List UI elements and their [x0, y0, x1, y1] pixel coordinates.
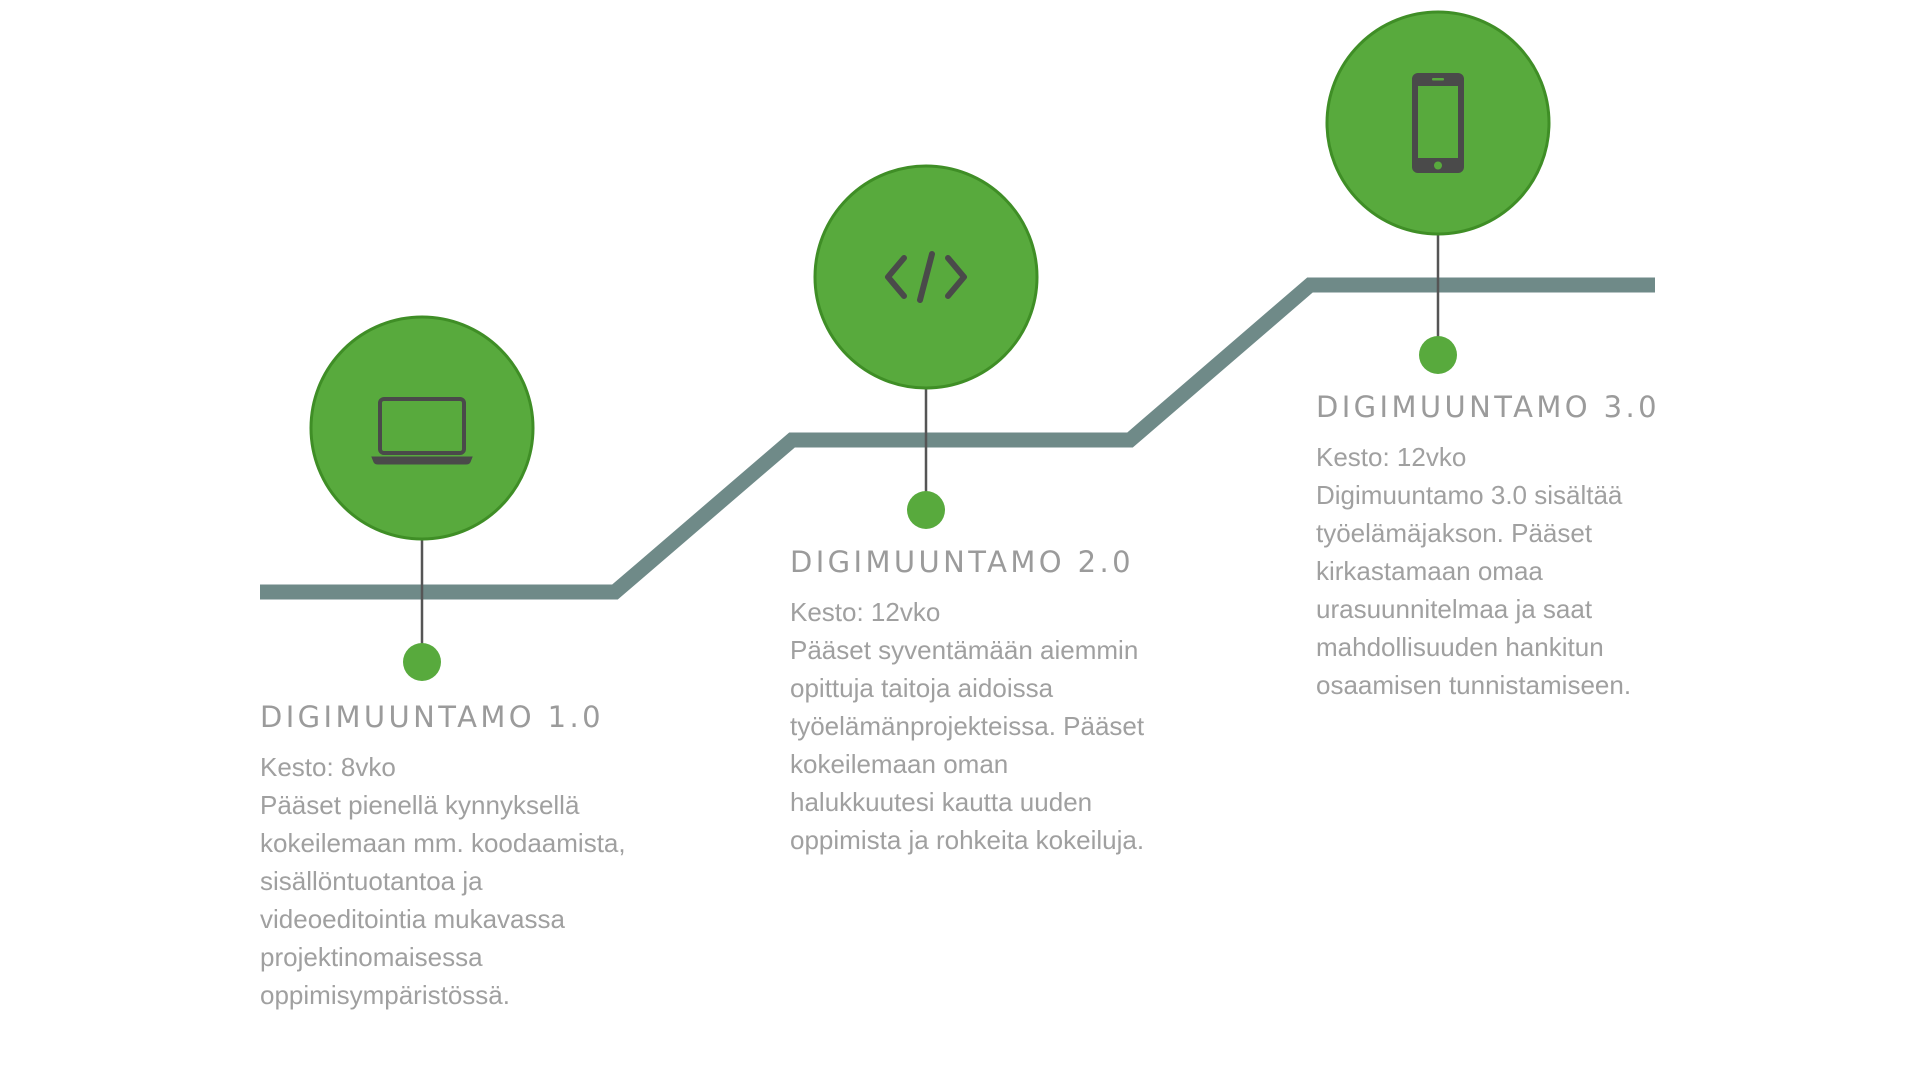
step2-text-block: DIGIMUUNTAMO 2.0 Kesto: 12vko Pääset syv… — [790, 545, 1160, 859]
step1-text-block: DIGIMUUNTAMO 1.0 Kesto: 8vko Pääset pien… — [260, 700, 630, 1014]
step2-title: DIGIMUUNTAMO 2.0 — [790, 545, 1134, 579]
step1-description: Pääset pienellä kynnyksellä kokeilemaan … — [260, 790, 626, 1010]
step1-dot — [403, 643, 441, 681]
stair-path — [260, 277, 1655, 600]
step2-description: Pääset syventämään aiemmin opittuja tait… — [790, 635, 1145, 855]
laptop-icon — [371, 397, 473, 465]
step1-circle — [309, 315, 535, 541]
step1-duration: Kesto: 8vko — [260, 752, 396, 782]
smartphone-icon — [1412, 73, 1464, 173]
step3-text-block: DIGIMUUNTAMO 3.0 Kesto: 12vko Digimuunta… — [1316, 390, 1686, 704]
step2-dot — [907, 491, 945, 529]
step3-dot — [1419, 336, 1457, 374]
step2-duration: Kesto: 12vko — [790, 597, 941, 627]
step3-title: DIGIMUUNTAMO 3.0 — [1316, 390, 1660, 424]
step3-duration: Kesto: 12vko — [1316, 442, 1467, 472]
step1-title: DIGIMUUNTAMO 1.0 — [260, 700, 604, 734]
step3-description: Digimuuntamo 3.0 sisältää työelämäjakson… — [1316, 480, 1632, 700]
code-icon — [885, 251, 967, 303]
